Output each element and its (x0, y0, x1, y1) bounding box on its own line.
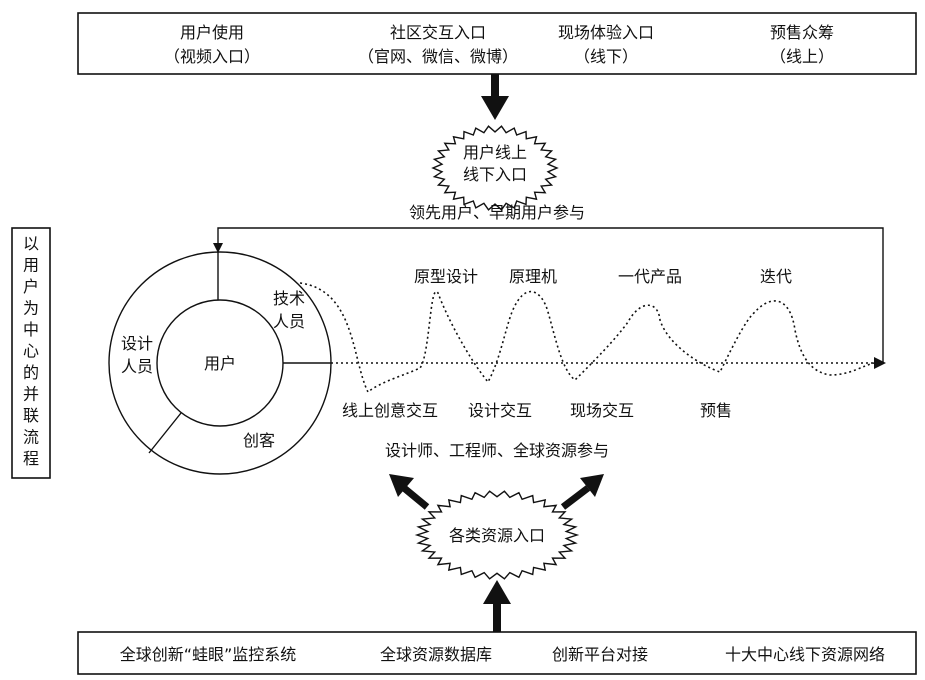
side-title-char: 并 (23, 385, 39, 404)
side-title-box (11, 227, 51, 479)
stage-top-label: 一代产品 (618, 267, 682, 286)
circle-left-line1: 设计 (121, 334, 153, 353)
divider-bottom-left (148, 412, 182, 454)
top-entry-title: 预售众筹 (770, 23, 834, 42)
stage-top-label: 原理机 (509, 267, 557, 286)
top-entry-box (77, 12, 917, 75)
stage-bottom-label: 现场交互 (570, 401, 634, 420)
down-arrow (481, 74, 509, 120)
top-burst-shape (431, 125, 559, 211)
top-burst-line1: 用户线上 (463, 143, 527, 162)
up-arrow (483, 580, 511, 632)
circle-right-line1: 技术 (273, 289, 305, 308)
diagonal-arrow-right (560, 474, 604, 510)
iteration-wave (299, 282, 875, 394)
top-entry-sub: （线上） (770, 47, 834, 66)
top-entry-sub: （官网、微信、微博） (358, 47, 518, 66)
process-axis-arrow (874, 357, 886, 369)
side-title-char: 联 (23, 406, 39, 425)
bottom-resource-item: 创新平台对接 (552, 645, 648, 664)
top-burst-line2: 线下入口 (463, 165, 527, 184)
top-entry-item: 社区交互入口 （官网、微信、微博） (358, 23, 518, 66)
bottom-resource-item: 全球资源数据库 (380, 645, 492, 664)
top-participants-label: 领先用户、早期用户参与 (409, 203, 585, 222)
top-entry-title: 社区交互入口 (390, 23, 486, 42)
top-entry-item: 预售众筹 （线上） (770, 23, 834, 66)
bottom-burst-shape (414, 490, 580, 580)
circle-bottom-label: 创客 (243, 431, 275, 450)
side-title-char: 户 (23, 277, 39, 296)
stage-top-label: 原型设计 (414, 267, 478, 286)
stage-bottom-label: 设计交互 (468, 401, 532, 420)
side-title-char: 用 (23, 256, 39, 275)
top-entry-sub: （线下） (574, 47, 638, 66)
top-entry-title: 用户使用 (180, 23, 244, 42)
circle-left-line2: 人员 (121, 357, 153, 376)
bottom-resource-item: 十大中心线下资源网络 (725, 645, 885, 664)
bottom-resource-box (77, 631, 917, 675)
top-entry-item: 现场体验入口 （线下） (558, 23, 654, 66)
bottom-participants-label: 设计师、工程师、全球资源参与 (385, 441, 609, 460)
side-title-char: 中 (23, 320, 39, 339)
side-title-char: 心 (23, 342, 39, 361)
top-entry-sub: （视频入口） (164, 47, 260, 66)
circle-right-line2: 人员 (273, 312, 305, 331)
circle-center-label: 用户 (204, 354, 236, 373)
side-title-char: 程 (23, 449, 39, 468)
diagonal-arrow-left (389, 474, 430, 510)
bottom-resource-item: 全球创新“蛙眼”监控系统 (120, 645, 297, 664)
feedback-loop-line (213, 227, 884, 363)
bottom-burst-label: 各类资源入口 (449, 526, 545, 545)
stage-bottom-label: 预售 (700, 401, 732, 420)
stage-bottom-label: 线上创意交互 (342, 401, 438, 420)
top-entry-title: 现场体验入口 (558, 23, 654, 42)
side-title-char: 为 (23, 299, 39, 318)
top-entry-item: 用户使用 （视频入口） (164, 23, 260, 66)
side-title-char: 流 (23, 428, 39, 447)
stage-top-label: 迭代 (760, 267, 792, 286)
side-title-char: 的 (23, 363, 39, 382)
side-title-char: 以 (23, 234, 39, 253)
